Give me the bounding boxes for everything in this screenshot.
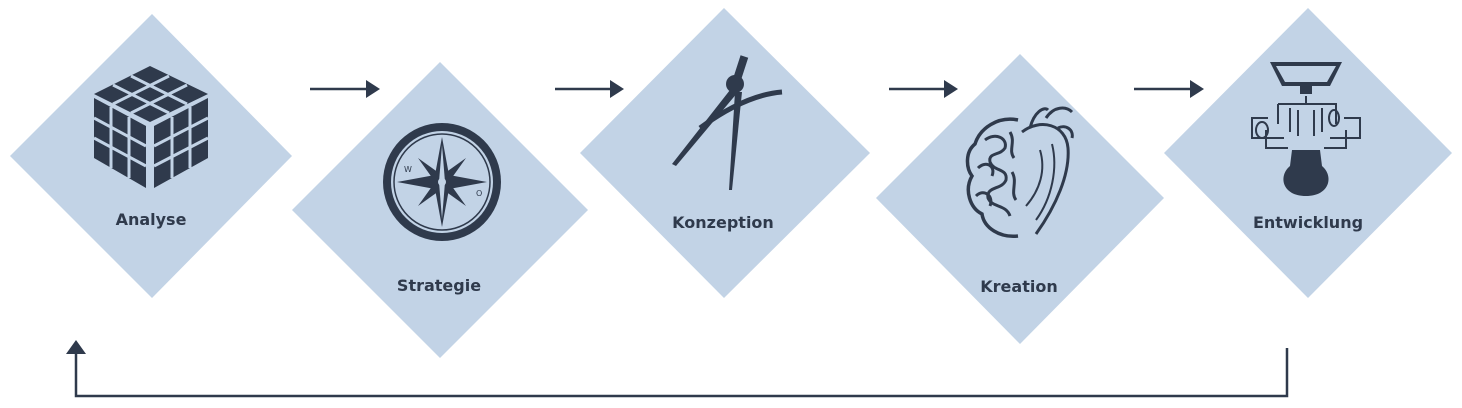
diamond-kreation [876, 54, 1164, 344]
step-entwicklung: Entwicklung [1164, 8, 1452, 298]
arrow-1 [310, 80, 380, 98]
circuit-lightbulb-icon [1251, 62, 1361, 196]
arrow-3 [889, 80, 958, 98]
step-label-entwicklung: Entwicklung [1253, 213, 1363, 232]
svg-text:O: O [476, 189, 482, 198]
step-label-strategie: Strategie [397, 276, 481, 295]
svg-text:W: W [404, 165, 412, 174]
step-konzeption: Konzeption [580, 8, 870, 298]
rubiks-cube-icon [93, 66, 209, 188]
return-loop-arrow [66, 340, 1289, 398]
step-kreation: Kreation [876, 54, 1164, 344]
compass-icon: W O [383, 123, 501, 241]
diamond-konzeption [580, 8, 870, 298]
step-label-analyse: Analyse [116, 210, 187, 229]
step-analyse: Analyse [10, 14, 292, 298]
step-label-kreation: Kreation [980, 277, 1057, 296]
arrow-4 [1134, 80, 1204, 98]
drawing-compass-icon [672, 55, 783, 190]
brain-heart-icon [965, 106, 1074, 238]
arrow-2 [555, 80, 624, 98]
diamond-analyse [10, 14, 292, 298]
step-strategie: W O Strategie [292, 62, 588, 358]
step-label-konzeption: Konzeption [672, 213, 774, 232]
